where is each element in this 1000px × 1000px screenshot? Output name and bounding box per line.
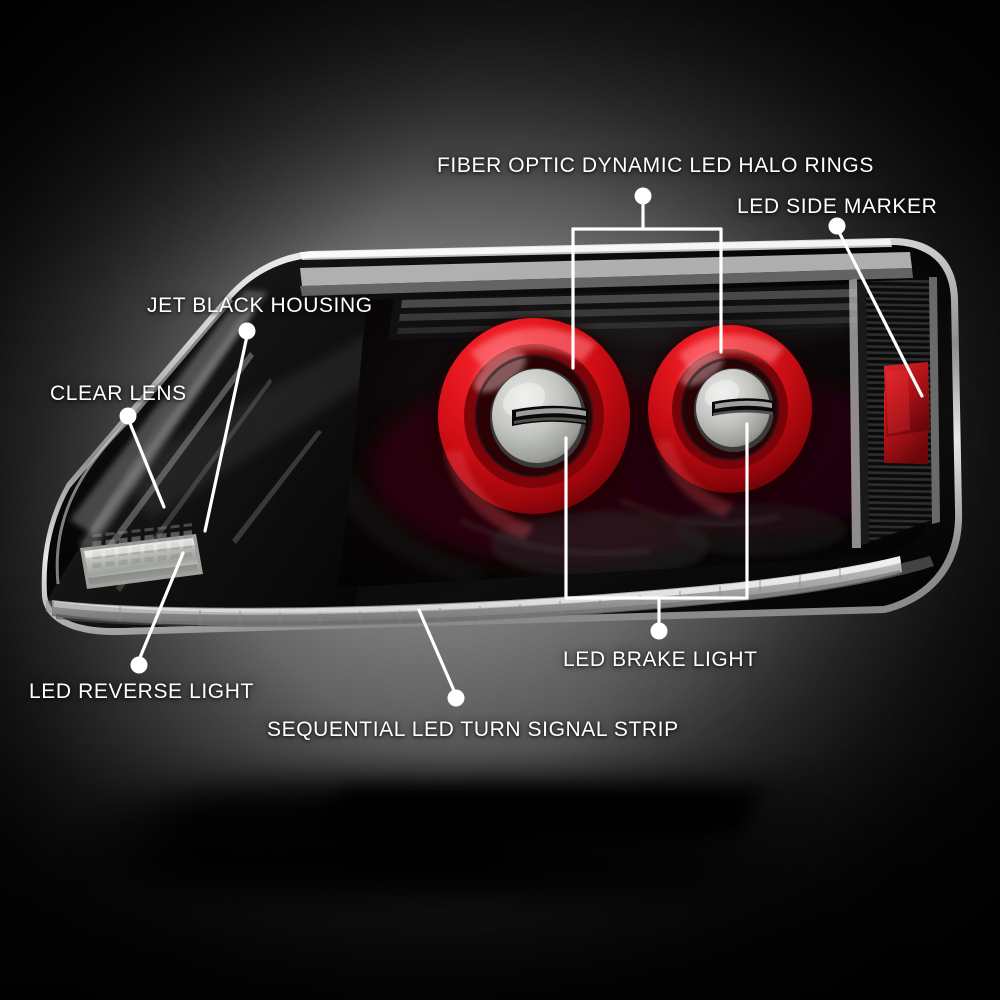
callout-label-led-brake-light: LED BRAKE LIGHT (563, 648, 758, 671)
callout-label-led-reverse-light: LED REVERSE LIGHT (29, 680, 254, 703)
leader-led-brake-light (564, 422, 749, 627)
leader-clear-lens (127, 419, 166, 509)
leader-fiber-optic-halo-rings (571, 200, 723, 370)
callout-label-led-side-marker: LED SIDE MARKER (737, 195, 938, 218)
callout-label-sequential-turn-signal-strip: SEQUENTIAL LED TURN SIGNAL STRIP (267, 718, 679, 741)
callout-label-clear-lens: CLEAR LENS (50, 382, 187, 405)
callout-dots (119, 187, 846, 707)
leader-led-side-marker (836, 228, 924, 398)
leader-led-reverse-light (137, 551, 185, 662)
leader-sequential-turn-signal (417, 608, 457, 695)
leader-jet-black-housing (203, 334, 249, 533)
callout-label-fiber-optic-halo-rings: FIBER OPTIC DYNAMIC LED HALO RINGS (437, 154, 874, 177)
callout-label-jet-black-housing: JET BLACK HOUSING (147, 294, 373, 317)
